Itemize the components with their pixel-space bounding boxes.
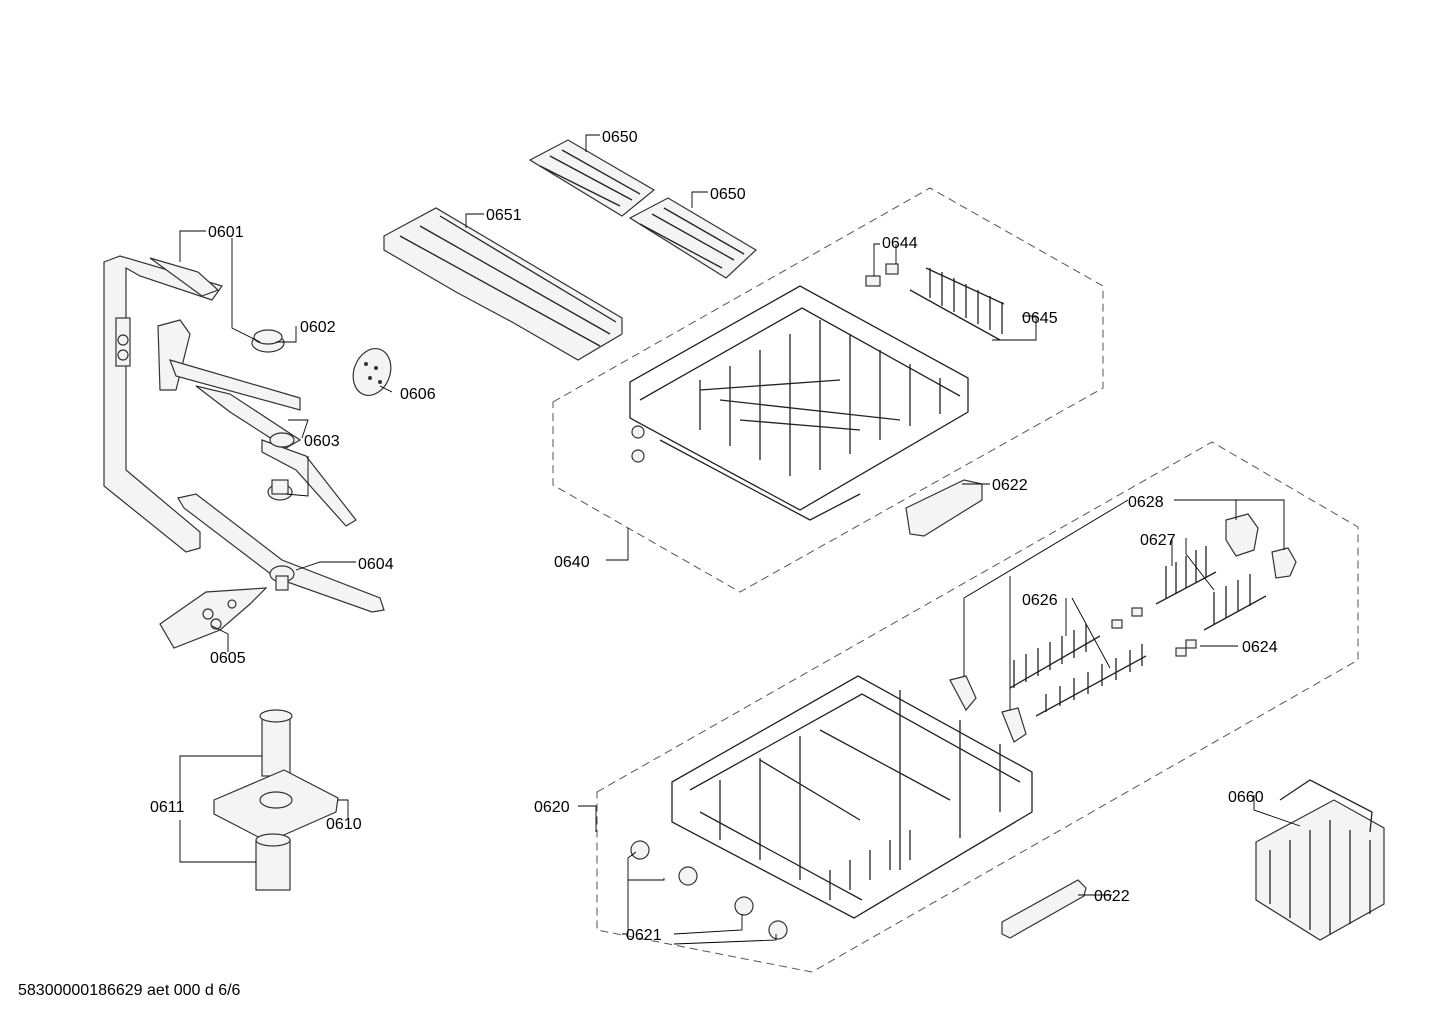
callout-0611: 0611 [150,799,185,816]
callout-0602: 0602 [300,319,336,336]
flat-filter-part [213,769,339,843]
bracket-set-part [1225,513,1297,579]
microfilter-part [255,833,291,891]
leader-lines [179,134,1301,945]
cup-rack-part [909,267,1005,341]
callout-0628: 0628 [1128,494,1164,511]
callout-0605: 0605 [210,650,246,667]
callout-0651: 0651 [486,207,522,224]
upper-basket-part [629,285,969,521]
callout-0621: 0621 [626,927,662,944]
callout-0604: 0604 [358,556,394,573]
handle-lower-part [1001,879,1087,939]
cutlery-basket-part [1255,779,1385,941]
upper-spray-arm-part [157,319,357,527]
folding-spike-set-part [949,624,1147,743]
plate-rack-small-part [1155,546,1267,631]
callout-0610: 0610 [326,816,362,833]
callout-0645: 0645 [1022,310,1058,327]
document-id-footer: 58300000186629 aet 000 d 6/6 [18,982,241,999]
water-pipe-part [103,255,223,553]
callout-0624: 0624 [1242,639,1278,656]
sump-filter-part [259,709,293,777]
wheel-set-part [630,840,788,940]
cutlery-tray-module-b-part [628,197,757,279]
callout-0644: 0644 [882,235,918,252]
cutlery-tray-module-a-part [528,139,656,217]
sieve-cover-part [159,587,268,649]
callout-0640: 0640 [554,554,590,571]
callout-labels: 0601 0602 0603 0604 0605 0606 0610 0611 … [150,129,1278,944]
clip-pair-part [865,263,899,287]
callout-0650-a: 0650 [602,129,638,146]
callout-0622-upper: 0622 [992,477,1028,494]
lower-basket-part [671,675,1033,919]
callout-0627: 0627 [1140,532,1176,549]
handle-upper-part [905,479,983,537]
callout-0650-b: 0650 [710,186,746,203]
small-clip-set-part [1111,607,1197,657]
callout-0620: 0620 [534,799,570,816]
callout-0626: 0626 [1022,592,1058,609]
callout-0601: 0601 [208,224,244,241]
callout-0622-lower: 0622 [1094,888,1130,905]
cutlery-tray-part [383,207,623,361]
callout-0603: 0603 [304,433,340,450]
nut-part [251,329,285,353]
callout-0660: 0660 [1228,789,1264,806]
filter-disc-part [352,348,392,396]
lower-rack-group-outline [596,441,1359,973]
upper-rack-group-outline [552,187,1104,593]
callout-0606: 0606 [400,386,436,403]
lower-spray-arm-part [177,493,385,613]
